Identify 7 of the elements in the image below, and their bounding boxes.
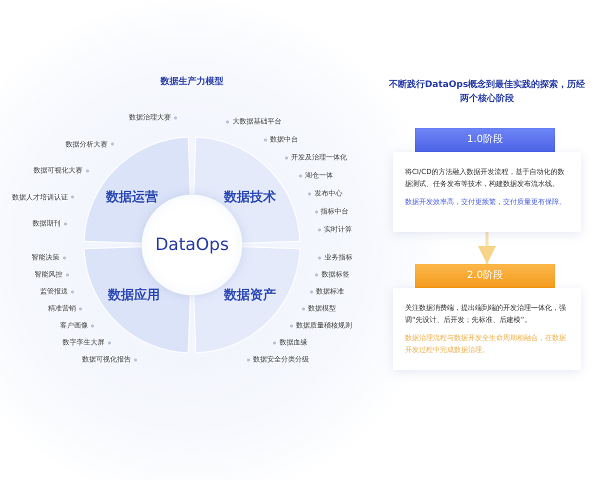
stage-header: 2.0阶段 (415, 264, 555, 288)
stage-header: 1.0阶段 (415, 128, 555, 152)
heading: 数据生产力模型 (160, 75, 224, 89)
heading: 不断践行DataOps概念到最佳实践的探索，历经两个核心阶段 (388, 78, 586, 106)
arrow (478, 232, 496, 264)
info-card (393, 152, 581, 232)
info-card (393, 288, 581, 370)
